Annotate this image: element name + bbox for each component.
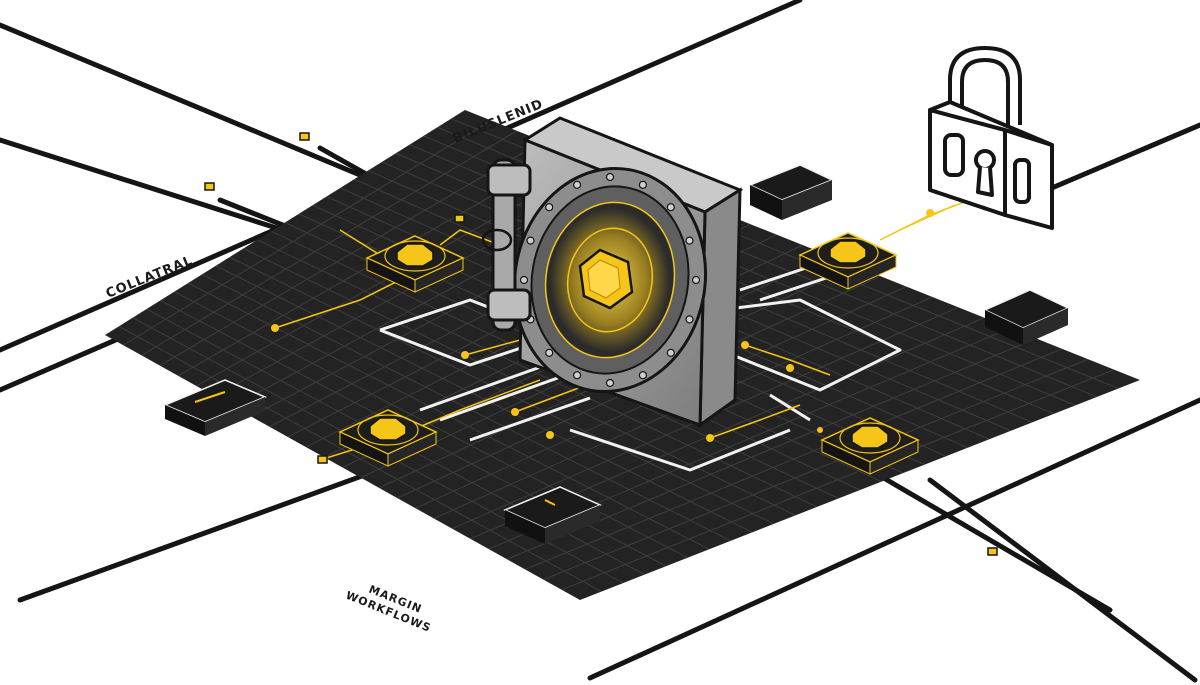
vault-bolt [685,315,694,324]
vault-bolt [638,180,648,189]
gold-token-icon [820,417,920,475]
token-coin [396,243,434,267]
chip-blocks [163,164,1070,544]
token-platform-side [847,254,897,290]
vault-bolt [545,348,554,357]
grid-line [243,248,796,516]
vault-bolt [691,275,701,285]
grid-line [561,369,1115,591]
token-coin [829,240,867,264]
token-ring [384,240,446,272]
gold-token-icon [798,232,898,290]
grid-line [118,325,602,592]
gold-tokens [338,232,920,475]
vault-bolt [545,203,554,212]
token-platform-side [869,439,919,475]
token-coin [369,417,407,441]
vault-bolt [519,275,529,285]
grid-line [229,256,775,525]
grid-line [257,239,818,508]
vault-bolt [666,348,675,357]
vault-bolt [526,236,535,245]
grid-line [215,265,753,533]
vault-bolt [572,180,582,189]
trace-nodes [271,209,934,442]
token-ring [357,414,419,446]
token-ring [839,422,901,454]
gold-markers [204,132,998,556]
vault-bolt [638,371,648,380]
token-coin [851,425,889,449]
chip-icon [163,379,267,436]
vault-bolt [605,172,615,182]
token-platform-side [414,257,464,293]
gold-token-icon [338,409,438,467]
chip-icon [748,164,834,220]
vault-bolt [666,203,675,212]
grid-line [174,291,688,559]
grid-line [525,348,1063,570]
vault-icon [481,116,744,428]
vault-bolt [685,236,694,245]
vault-bolt [572,371,582,380]
vault-bolt [605,378,615,388]
gold-token-icon [365,235,465,293]
token-platform-side [387,431,437,467]
padlock-icon [928,46,1054,230]
token-ring [817,237,879,269]
chip-icon [983,289,1070,345]
chip-icon [503,486,602,544]
grid-line [543,358,1089,581]
